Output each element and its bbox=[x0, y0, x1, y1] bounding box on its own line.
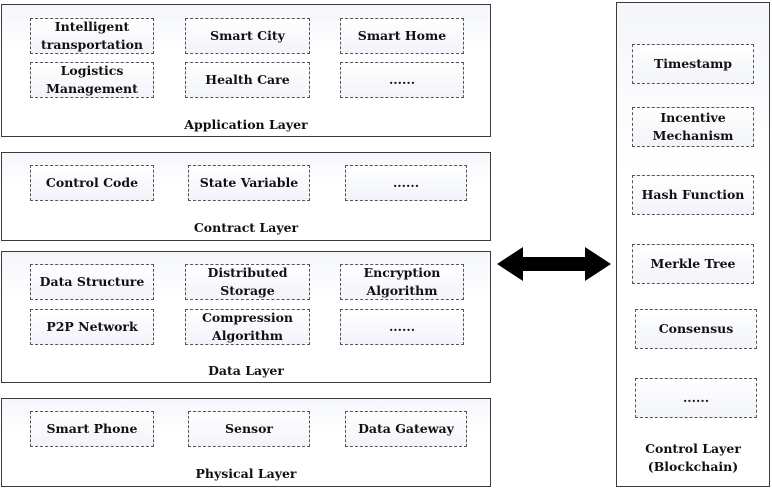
double-arrow-shape bbox=[497, 247, 611, 281]
data-layer: Data Structure Distributed Storage Encry… bbox=[1, 251, 491, 383]
item-control-more: ...... bbox=[635, 378, 757, 418]
control-layer-title: Control Layer bbox=[645, 441, 741, 456]
physical-layer-title: Physical Layer bbox=[195, 466, 297, 481]
item-smart-city: Smart City bbox=[185, 18, 310, 54]
data-layer-title: Data Layer bbox=[208, 363, 284, 378]
item-smart-phone: Smart Phone bbox=[30, 411, 154, 447]
item-p2p-network: P2P Network bbox=[30, 309, 154, 345]
item-intelligent-transportation: Intelligent transportation bbox=[30, 18, 154, 54]
item-hash-function: Hash Function bbox=[632, 175, 754, 215]
application-layer-title: Application Layer bbox=[184, 117, 308, 132]
double-arrow-icon bbox=[497, 247, 611, 281]
item-compression-algorithm: Compression Algorithm bbox=[185, 309, 310, 345]
item-smart-home: Smart Home bbox=[340, 18, 464, 54]
application-layer: Intelligent transportation Smart City Sm… bbox=[1, 4, 491, 137]
item-contract-more: ...... bbox=[345, 165, 467, 201]
item-consensus: Consensus bbox=[635, 309, 757, 349]
item-merkle-tree: Merkle Tree bbox=[632, 244, 754, 284]
item-incentive-mechanism: Incentive Mechanism bbox=[632, 107, 754, 147]
contract-layer-title: Contract Layer bbox=[193, 220, 299, 235]
control-layer-subtitle: (Blockchain) bbox=[647, 459, 739, 474]
physical-layer: Smart Phone Sensor Data Gateway Physical… bbox=[1, 398, 491, 487]
item-timestamp: Timestamp bbox=[632, 44, 754, 84]
item-sensor: Sensor bbox=[188, 411, 310, 447]
item-data-more: ...... bbox=[340, 309, 464, 345]
item-state-variable: State Variable bbox=[188, 165, 310, 201]
item-encryption-algorithm: Encryption Algorithm bbox=[340, 264, 464, 300]
item-logistics-management: Logistics Management bbox=[30, 62, 154, 98]
item-application-more: ...... bbox=[340, 62, 464, 98]
item-data-structure: Data Structure bbox=[30, 264, 154, 300]
item-health-care: Health Care bbox=[185, 62, 310, 98]
contract-layer: Control Code State Variable ...... Contr… bbox=[1, 152, 491, 241]
control-layer: Timestamp Incentive Mechanism Hash Funct… bbox=[616, 2, 770, 487]
item-distributed-storage: Distributed Storage bbox=[185, 264, 310, 300]
item-control-code: Control Code bbox=[30, 165, 154, 201]
item-data-gateway: Data Gateway bbox=[345, 411, 467, 447]
